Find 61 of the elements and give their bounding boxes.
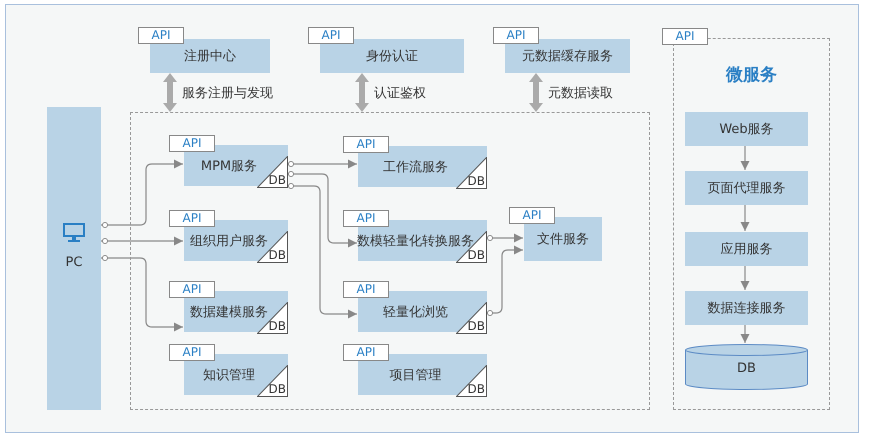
api-tab: API xyxy=(343,210,389,227)
edge-label: 服务注册与发现 xyxy=(181,84,274,102)
arrow xyxy=(486,234,523,242)
database-cylinder: DB xyxy=(685,344,808,390)
arrow xyxy=(740,145,750,170)
api-tab: API xyxy=(662,28,708,45)
service-box xyxy=(685,291,808,325)
api-tab: API xyxy=(343,344,389,361)
arrow xyxy=(101,255,183,332)
service-name: 页面代理服务 xyxy=(708,180,786,197)
service-name: 数据连接服务 xyxy=(708,300,786,317)
arrow xyxy=(740,324,750,343)
arrow xyxy=(486,246,523,316)
service-name: 组织用户服务 xyxy=(190,232,268,250)
db-corner: DB xyxy=(257,156,288,188)
arrow xyxy=(287,160,357,168)
edge-label: 元数据读取 xyxy=(547,84,614,102)
api-tab: API xyxy=(343,136,389,153)
service-name: Web服务 xyxy=(719,121,774,138)
arrow xyxy=(101,160,183,228)
service-name: 知识管理 xyxy=(203,366,255,384)
service-name: 应用服务 xyxy=(720,241,772,258)
arrow xyxy=(740,204,750,231)
service-name: 身份认证 xyxy=(366,48,418,65)
group-title: 微服务 xyxy=(724,64,778,86)
api-tab: API xyxy=(169,210,215,227)
arrow xyxy=(287,171,357,248)
db-corner: DB xyxy=(456,157,487,189)
api-tab: API xyxy=(493,27,539,44)
db-corner: DB xyxy=(257,365,288,397)
client-label: PC xyxy=(64,255,84,270)
service-name: 注册中心 xyxy=(184,48,236,65)
api-tab: API xyxy=(169,344,215,361)
api-tab: API xyxy=(169,281,215,298)
service-name: 项目管理 xyxy=(390,366,442,384)
arrow xyxy=(101,236,183,246)
service-box xyxy=(685,171,808,205)
service-name: 数据建模服务 xyxy=(190,304,268,320)
api-tab: API xyxy=(509,207,555,224)
api-tab: API xyxy=(308,27,354,44)
db-corner: DB xyxy=(456,365,487,397)
arrow xyxy=(740,265,750,290)
db-corner: DB xyxy=(456,302,487,334)
api-tab: API xyxy=(343,281,389,298)
service-name: 元数据缓存服务 xyxy=(522,48,613,65)
arrow xyxy=(287,183,357,318)
service-box xyxy=(685,112,808,146)
double-arrow xyxy=(355,73,369,112)
service-box xyxy=(685,232,808,266)
service-name: 数模轻量化转换服务 xyxy=(357,232,474,250)
api-tab: API xyxy=(169,135,215,152)
api-tab: API xyxy=(138,27,184,44)
service-name: 文件服务 xyxy=(537,231,589,248)
client-bar xyxy=(47,107,101,410)
double-arrow xyxy=(529,73,543,112)
dashed-container xyxy=(130,112,650,410)
service-name: MPM服务 xyxy=(200,158,258,174)
edge-label: 认证鉴权 xyxy=(373,84,427,102)
service-name: 轻量化浏览 xyxy=(383,304,448,320)
service-name: 工作流服务 xyxy=(383,158,448,176)
double-arrow xyxy=(163,73,177,112)
